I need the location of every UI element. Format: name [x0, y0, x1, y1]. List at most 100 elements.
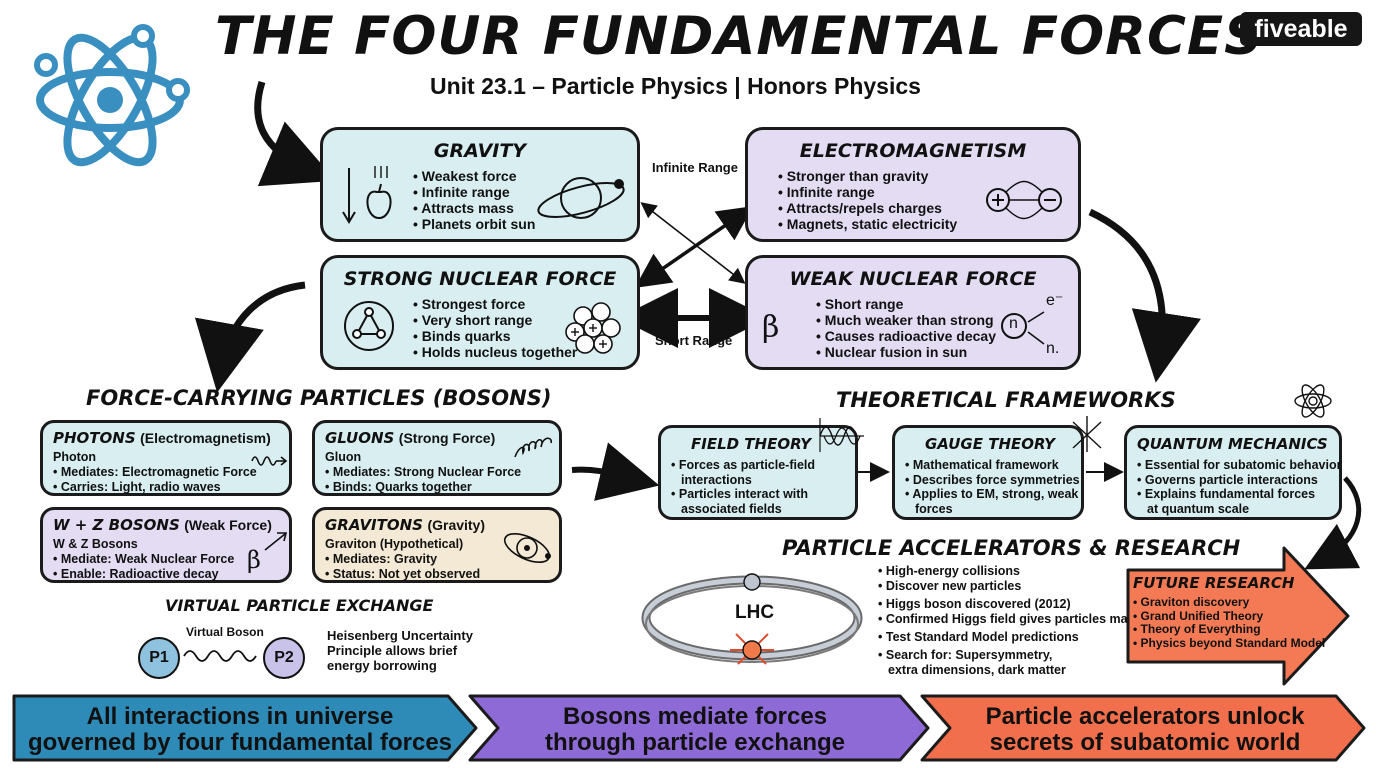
- wz-heading: W + Z BOSONS (Weak Force): [53, 516, 272, 535]
- frameworks-heading: THEORETICAL FRAMEWORKS: [836, 388, 1176, 412]
- gravity-title: GRAVITY: [433, 140, 527, 162]
- charges-field-icon: [986, 180, 1062, 220]
- electromagnetism-title: ELECTROMAGNETISM: [799, 140, 1027, 162]
- heisenberg-line: Principle allows brief: [327, 643, 458, 658]
- banner-line: Particle accelerators unlock: [985, 703, 1305, 730]
- bosons-heading: FORCE-CARRYING PARTICLES (BOSONS): [86, 386, 552, 410]
- gravity-bullets: Weakest force Infinite range Attracts ma…: [413, 168, 535, 232]
- accel-bullet-cont: extra dimensions, dark matter: [888, 663, 1066, 677]
- quantum-bullet: • Essential for subatomic behavior: [1137, 458, 1342, 472]
- wz-title: W + Z BOSONS: [53, 516, 180, 534]
- page-subtitle: Unit 23.1 – Particle Physics | Honors Ph…: [430, 73, 921, 99]
- wave-icon: [251, 456, 288, 466]
- gluons-box: GLUONS (Strong Force) Gluon Mediates: St…: [312, 420, 562, 496]
- infinite-range-label: Infinite Range: [652, 160, 738, 175]
- photons-bullets: Mediates: Electromagnetic Force Carries:…: [53, 465, 257, 494]
- quantum-mechanics-box: QUANTUM MECHANICS • Essential for subato…: [1124, 425, 1342, 520]
- field-theory-box: FIELD THEORY • Forces as particle-field …: [658, 418, 864, 520]
- wz-beta-symbol: β: [247, 546, 261, 574]
- accel-bullet: • Discover new particles: [878, 579, 1022, 593]
- virtual-boson-label: Virtual Boson: [186, 625, 264, 639]
- photons-paren: (Electromagnetism): [140, 430, 271, 446]
- gravitons-heading: GRAVITONS (Gravity): [325, 516, 485, 535]
- neutrino-symbol: n.: [1046, 340, 1060, 357]
- electron-symbol: e⁻: [1046, 292, 1064, 309]
- gluons-bullets: Mediates: Strong Nuclear Force Binds: Qu…: [325, 465, 521, 494]
- weak-bullet: Much weaker than strong: [816, 312, 996, 328]
- quantum-mechanics-title: QUANTUM MECHANICS: [1137, 435, 1328, 453]
- future-bullet: Theory of Everything: [1133, 622, 1325, 637]
- wz-bullet: Enable: Radioactive decay: [53, 567, 234, 582]
- em-bullet: Stronger than gravity: [778, 168, 957, 184]
- graviton-orbit-icon: [503, 532, 551, 564]
- virtual-exchange-heading: VIRTUAL PARTICLE EXCHANGE: [165, 596, 434, 615]
- gravity-bullet: Attracts mass: [413, 200, 535, 216]
- photons-bullet: Mediates: Electromagnetic Force: [53, 465, 257, 480]
- strong-force-box: STRONG NUCLEAR FORCE Strongest force Ver…: [320, 255, 640, 370]
- quantum-bullet: • Governs particle interactions: [1137, 472, 1318, 487]
- banner-line: secrets of subatomic world: [989, 729, 1301, 756]
- field-bullet: • Particles interact with: [671, 487, 809, 501]
- gauge-theory-bullets: • Mathematical framework • Describes for…: [905, 458, 1080, 516]
- nucleus-icon: [565, 302, 621, 354]
- gravitons-name: Graviton (Hypothetical): [325, 537, 464, 551]
- photons-bullet: Carries: Light, radio waves: [53, 480, 257, 495]
- gluons-paren: (Strong Force): [398, 430, 496, 446]
- lhc-label: LHC: [735, 602, 775, 623]
- virtual-boson-wave: [183, 650, 257, 662]
- gauge-theory-title: GAUGE THEORY: [925, 435, 1056, 453]
- banner-line: Bosons mediate forces: [562, 703, 828, 730]
- quantum-bullets: • Essential for subatomic behavior • Gov…: [1137, 458, 1341, 516]
- gravitons-paren: (Gravity): [427, 517, 486, 533]
- gravitons-box: GRAVITONS (Gravity) Graviton (Hypothetic…: [312, 507, 562, 583]
- accelerators-bullets: • High-energy collisions • Discover new …: [878, 564, 1142, 678]
- gauge-theory-box: GAUGE THEORY • Mathematical framework • …: [892, 416, 1102, 520]
- banner-forces: All interactions in universe governed by…: [20, 704, 460, 756]
- strong-bullet: Binds quarks: [413, 328, 577, 344]
- future-bullet: Grand Unified Theory: [1133, 609, 1325, 624]
- quantum-bullet: • Explains fundamental forces: [1137, 487, 1316, 501]
- gauge-bullet: • Describes force symmetries: [905, 472, 1080, 487]
- gluons-title: GLUONS: [325, 429, 395, 447]
- accel-bullet: • Confirmed Higgs field gives particles …: [878, 612, 1142, 626]
- accel-bullet: • Higgs boson discovered (2012): [878, 597, 1071, 611]
- gravity-bullet: Planets orbit sun: [413, 216, 536, 232]
- gluons-heading: GLUONS (Strong Force): [325, 429, 495, 448]
- gravitons-title: GRAVITONS: [325, 516, 423, 534]
- small-atom-icon: [1294, 384, 1332, 418]
- page-title: THE FOUR FUNDAMENTAL FORCES: [215, 6, 1264, 67]
- strong-bullet: Holds nucleus together: [413, 344, 578, 360]
- photons-title: PHOTONS: [53, 429, 136, 447]
- decay-icon: [1001, 311, 1045, 345]
- banner-line: governed by four fundamental forces: [27, 729, 453, 756]
- banner-line: through particle exchange: [544, 729, 846, 756]
- field-theory-title: FIELD THEORY: [691, 435, 812, 453]
- future-research-title: FUTURE RESEARCH: [1133, 574, 1295, 592]
- gauge-bullet: • Applies to EM, strong, weak: [905, 487, 1079, 501]
- accel-bullet: • High-energy collisions: [878, 564, 1020, 578]
- field-bullet-cont: associated fields: [681, 501, 782, 516]
- gravitons-bullet: Mediates: Gravity: [325, 552, 480, 567]
- em-bullet: Infinite range: [778, 184, 957, 200]
- beta-symbol: β: [762, 310, 780, 345]
- gravity-bullet: Infinite range: [413, 184, 535, 200]
- weak-bullet: Nuclear fusion in sun: [816, 344, 996, 360]
- lhc-ring-icon: [641, 573, 863, 665]
- gravity-bullet: Weakest force: [413, 168, 535, 184]
- gravitons-bullet: Status: Not yet observed: [325, 567, 480, 582]
- banner-line: All interactions in universe: [86, 703, 394, 730]
- particle-p2: P2: [263, 637, 305, 679]
- planet-orbit-icon: [537, 177, 625, 219]
- sine-wave-icon: [819, 418, 864, 452]
- weak-force-title: WEAK NUCLEAR FORCE: [789, 268, 1037, 290]
- apple-falling-icon: [342, 166, 392, 224]
- field-theory-bullets: • Forces as particle-field interactions …: [671, 458, 815, 516]
- wz-bullets: Mediate: Weak Nuclear Force Enable: Radi…: [53, 552, 234, 581]
- quantum-bullet-cont: at quantum scale: [1147, 501, 1250, 516]
- atom-icon: [34, 24, 190, 167]
- neutron-symbol: n: [1009, 315, 1018, 332]
- gauge-bullet-cont: forces: [915, 501, 953, 516]
- accel-bullet: • Test Standard Model predictions: [878, 630, 1079, 644]
- gravity-box: GRAVITY Weakest force Infinite range Att…: [320, 127, 640, 242]
